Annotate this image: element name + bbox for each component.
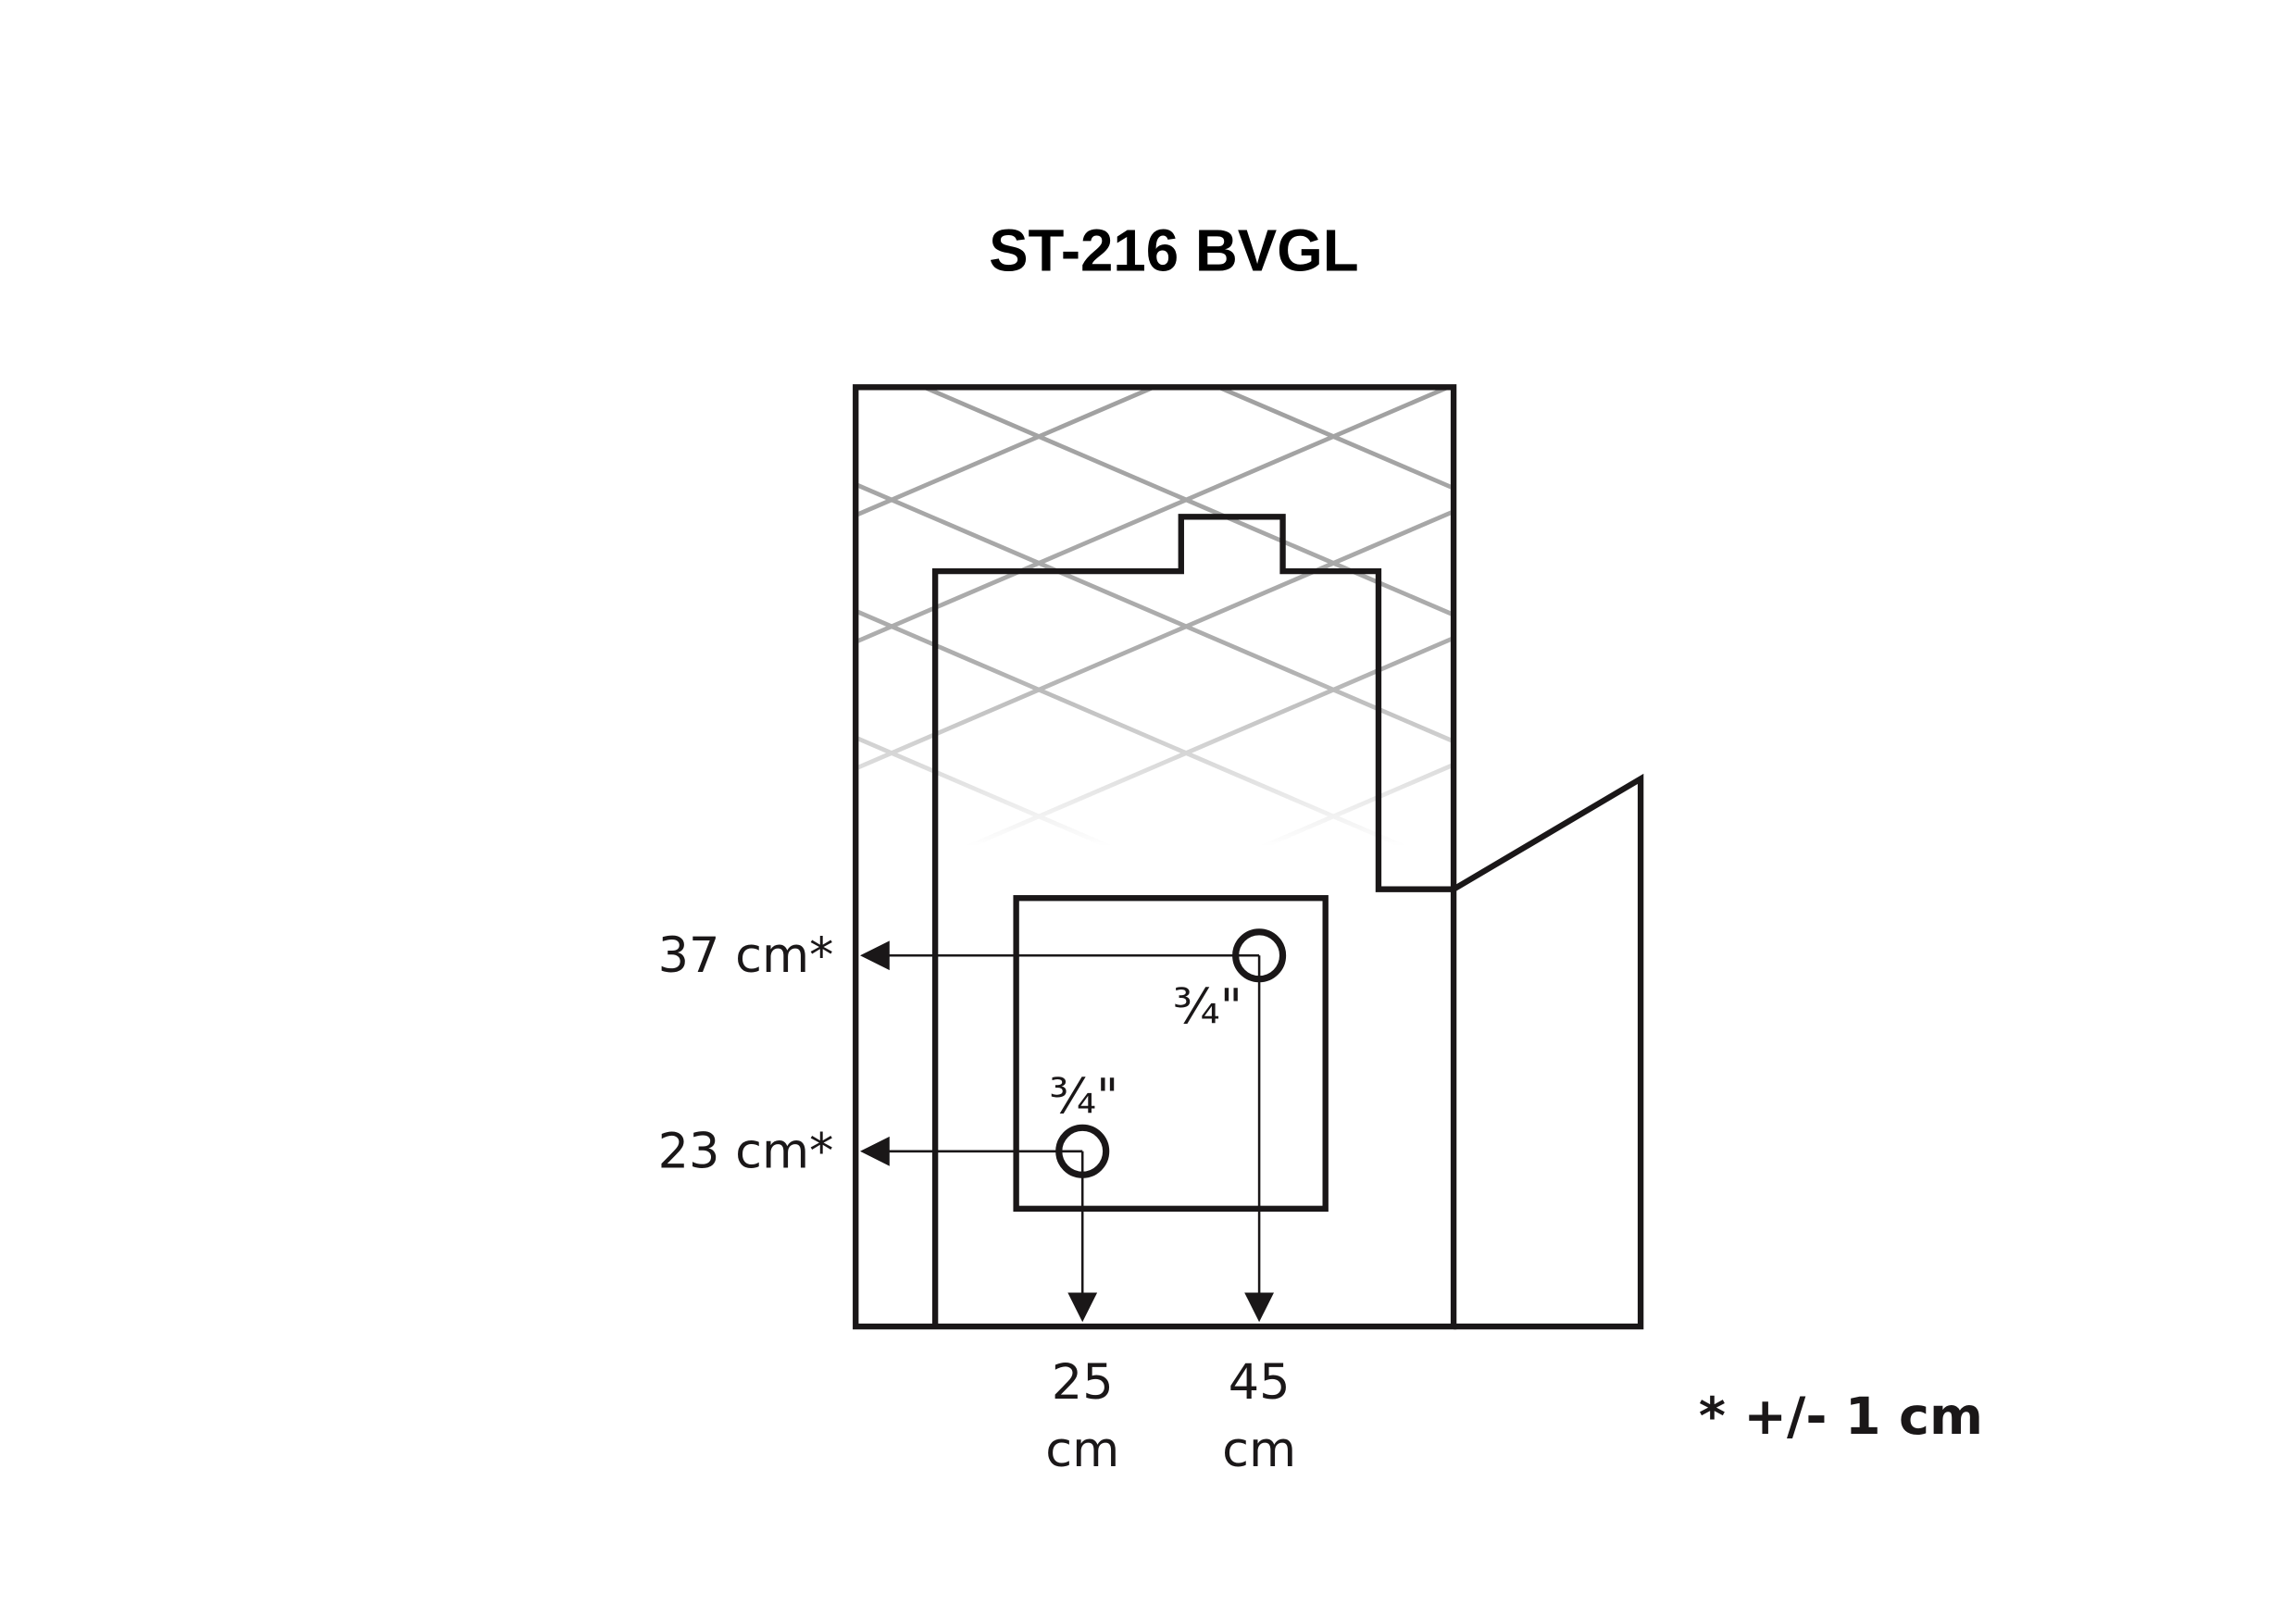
height-upper-label: 37 cm* bbox=[658, 927, 834, 984]
pipe-size-lower-label: ¾" bbox=[1049, 1068, 1118, 1125]
stove-outline bbox=[853, 384, 1457, 1330]
hatch-line bbox=[858, 609, 1410, 847]
distance-left-unit: cm bbox=[1045, 1422, 1119, 1478]
hatch-line bbox=[855, 1371, 1454, 1618]
distance-right-unit: cm bbox=[1222, 1422, 1296, 1478]
insulation-hatching bbox=[855, 0, 1454, 1618]
page-title: ST-216 BVGL bbox=[989, 218, 1358, 284]
distance-left-value: 25 bbox=[1052, 1354, 1114, 1411]
arrowhead-icon bbox=[860, 940, 890, 971]
hatch-line bbox=[855, 891, 1454, 1149]
hatch-line bbox=[855, 1145, 1454, 1402]
arrowhead-icon bbox=[1244, 1292, 1275, 1323]
pipe-connection-lower bbox=[1055, 1124, 1110, 1178]
arrowhead-icon bbox=[860, 1136, 890, 1166]
arrowhead-icon bbox=[1067, 1292, 1098, 1323]
hatch-line bbox=[855, 0, 1454, 9]
pipe-connection-upper bbox=[1232, 928, 1287, 983]
hatch-line bbox=[855, 1244, 1454, 1501]
hatch-line bbox=[855, 865, 1454, 1122]
hatch-line bbox=[855, 1398, 1454, 1618]
water-tank-outline bbox=[1452, 773, 1644, 1330]
hatch-line bbox=[855, 0, 1454, 235]
hatch-line bbox=[925, 390, 1451, 616]
hatch-line bbox=[963, 637, 1451, 847]
firebox-outline bbox=[931, 514, 1454, 1327]
hatch-line bbox=[855, 1018, 1454, 1276]
heat-exchanger-panel bbox=[1013, 895, 1329, 1213]
hatch-line bbox=[858, 510, 1451, 770]
hatch-line bbox=[858, 736, 1116, 847]
hatch-line bbox=[1219, 390, 1451, 490]
height-lower-label: 23 cm* bbox=[658, 1123, 834, 1179]
pipe-size-upper-label: ¾" bbox=[1173, 978, 1242, 1035]
distance-right-value: 45 bbox=[1229, 1354, 1291, 1411]
hatch-line bbox=[858, 390, 1447, 643]
hatch-line bbox=[855, 0, 1454, 108]
hatch-line bbox=[855, 1271, 1454, 1528]
hatch-line bbox=[858, 390, 1153, 517]
hatch-line bbox=[858, 483, 1451, 743]
tolerance-note: * +/- 1 cm bbox=[1699, 1387, 1983, 1447]
hatch-line bbox=[855, 0, 1454, 135]
hatch-line bbox=[855, 1117, 1454, 1375]
hatch-line bbox=[1257, 763, 1451, 847]
